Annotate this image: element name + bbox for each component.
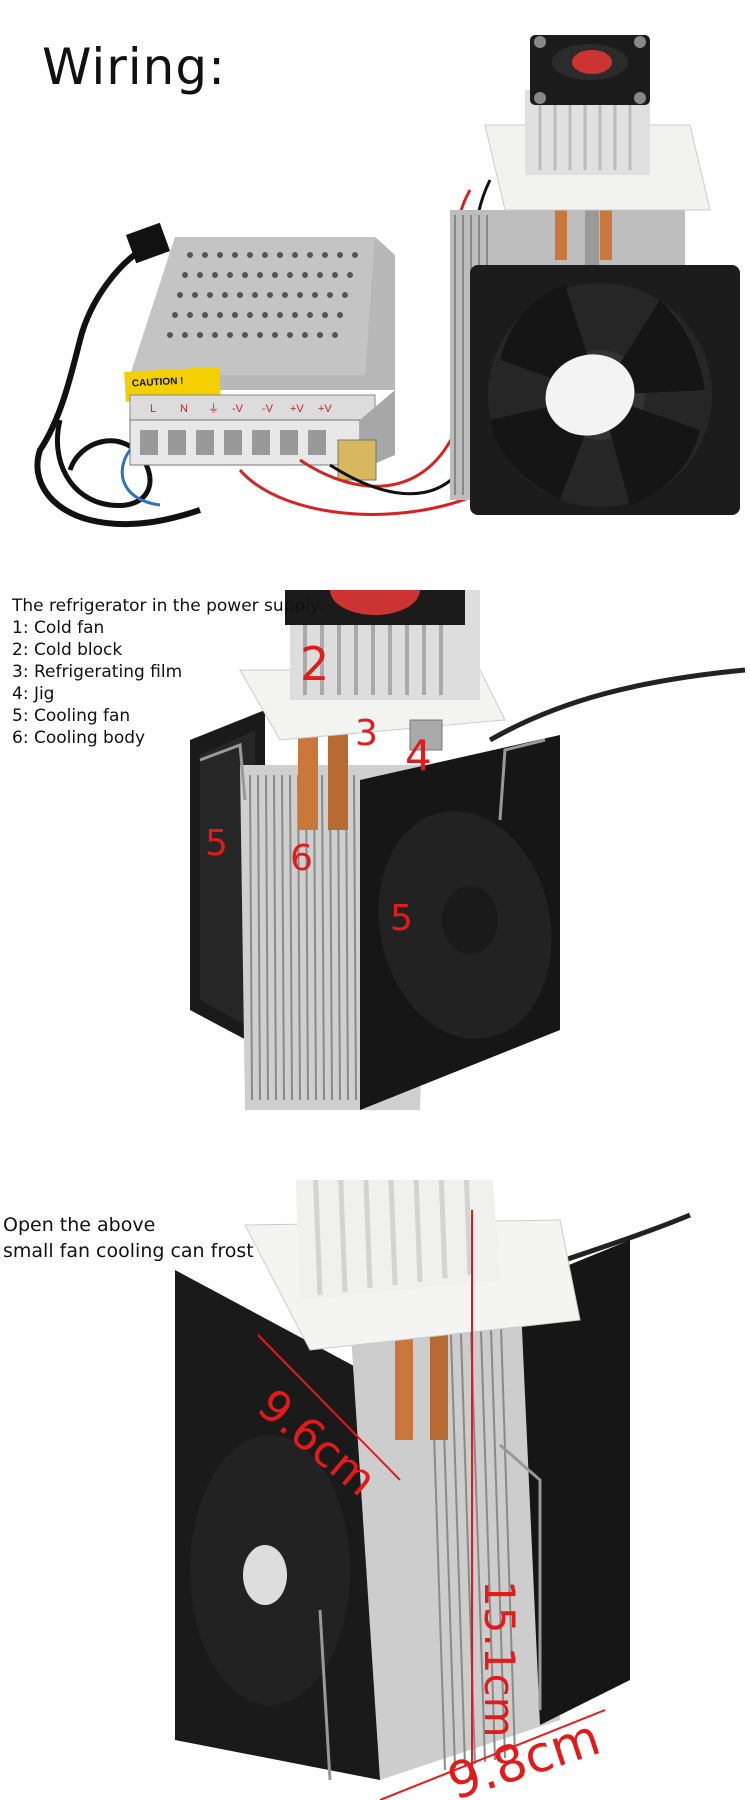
cold-fan — [285, 590, 465, 625]
copper-pipe-1 — [298, 710, 318, 830]
jig — [409, 719, 443, 751]
terminal-label-2: N — [180, 403, 188, 415]
parts-photo: 1 2 3 4 5 6 5 — [190, 590, 746, 1110]
caution-label: CAUTION ! — [132, 376, 184, 390]
frost-section: 9.6cm 15.1cm 9.8cm Open the above small … — [0, 1180, 750, 1800]
terminal-label-5: -V — [262, 403, 274, 415]
terminal-label-7: +V — [318, 403, 332, 415]
power-cord — [34, 242, 201, 528]
dim-line-depth — [379, 1709, 606, 1800]
frost-caption: Open the above small fan cooling can fro… — [3, 1212, 254, 1264]
frost-right-fan — [520, 1240, 630, 1725]
part-item-6: 6: Cooling body — [12, 728, 146, 748]
right-fan — [360, 735, 560, 1110]
frost-photo: 9.6cm 15.1cm 9.8cm — [175, 1180, 691, 1800]
frosted-cold-block — [295, 1180, 500, 1300]
wiring-section: CAUTION ! L N ⏚ -V -V +V +V — [0, 0, 750, 590]
part-item-2: 2: Cold block — [12, 640, 123, 660]
callout-6: 6 — [290, 838, 313, 879]
frost-left-fan — [175, 1270, 380, 1780]
callout-3: 3 — [355, 713, 378, 754]
frost-copper-pipe-1 — [395, 1310, 413, 1440]
parts-list: 1: Cold fan 2: Cold block 3: Refrigerati… — [12, 617, 182, 749]
terminal-label-4: -V — [232, 403, 244, 415]
frost-caption-line-1: Open the above — [3, 1214, 156, 1236]
callout-1: 1 — [325, 590, 354, 601]
part-item-3: 3: Refrigerating film — [12, 662, 183, 682]
copper-pipe-2 — [328, 710, 348, 830]
frost-caption-line-2: small fan cooling can frost — [3, 1240, 254, 1262]
power-supply: CAUTION ! L N ⏚ -V -V +V +V — [124, 237, 395, 481]
callout-5-right: 5 — [390, 898, 413, 939]
cooler-assembly — [450, 35, 740, 515]
wiring-photo: CAUTION ! L N ⏚ -V -V +V +V — [34, 35, 740, 528]
dim-height-label: 15.1cm — [475, 1580, 524, 1738]
terminal-label-1: L — [150, 403, 156, 415]
frost-copper-pipe-2 — [430, 1310, 448, 1440]
dim-line-width — [257, 1334, 401, 1481]
parts-section: 1 2 3 4 5 6 5 The refrigerator in the po… — [0, 590, 750, 1180]
callout-4: 4 — [405, 731, 432, 780]
part-item-1: 1: Cold fan — [12, 618, 105, 638]
callout-2: 2 — [300, 637, 329, 691]
wire-blue — [120, 449, 161, 507]
part-item-4: 4: Jig — [12, 684, 55, 704]
parts-title: The refrigerator in the power supply: — [12, 596, 325, 616]
cable — [488, 667, 746, 743]
terminal-label-3: ⏚ — [208, 402, 219, 415]
callout-5-left: 5 — [205, 823, 228, 864]
power-cord-loop — [54, 419, 153, 509]
part-item-5: 5: Cooling fan — [12, 706, 131, 726]
wiring-heading: Wiring: — [42, 38, 226, 96]
terminal-label-6: +V — [290, 403, 304, 415]
plug — [125, 222, 171, 264]
